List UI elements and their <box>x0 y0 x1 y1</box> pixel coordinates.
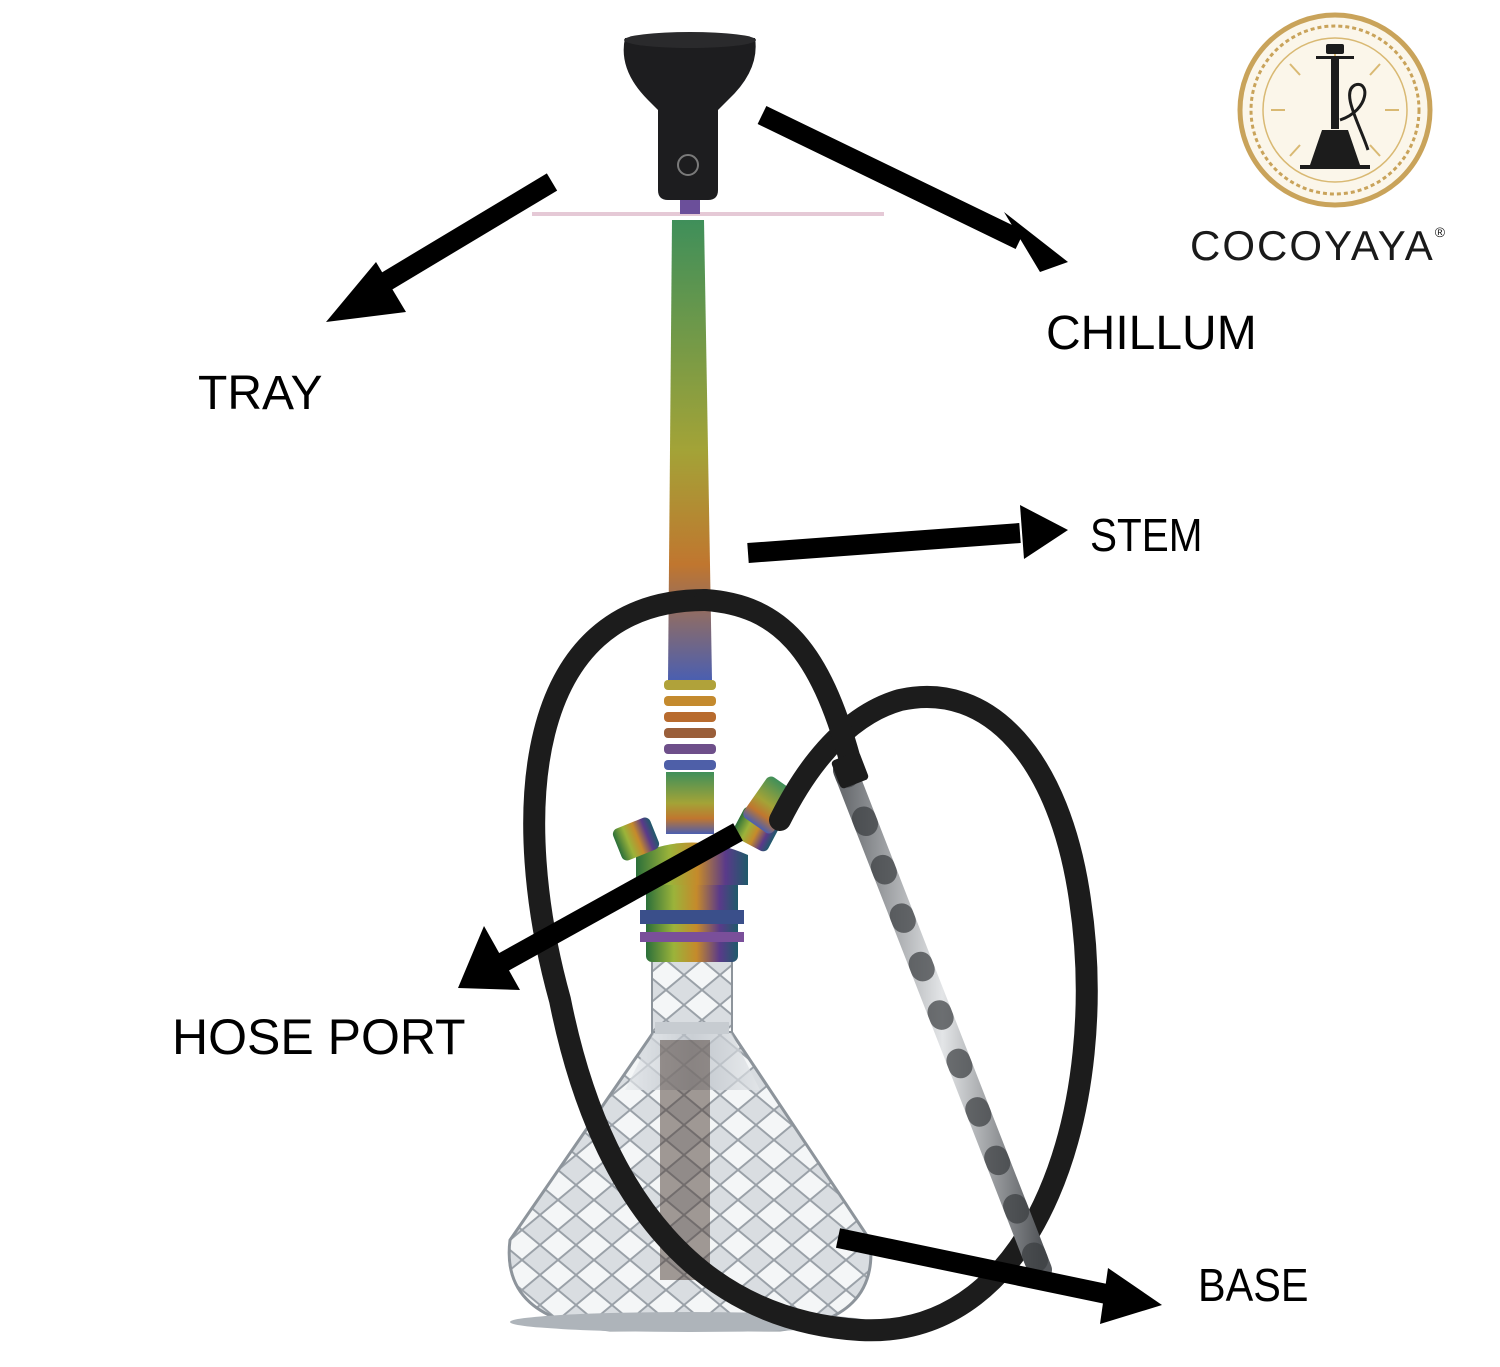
registered-mark: ® <box>1434 224 1448 240</box>
label-tray: TRAY <box>198 367 323 420</box>
base-vase <box>507 1028 873 1332</box>
arrow-stem <box>747 505 1068 563</box>
hookah-icon <box>1300 44 1370 169</box>
stem-rings <box>664 680 716 834</box>
base-neck <box>651 959 733 1034</box>
label-base: BASE <box>1198 1259 1309 1311</box>
hose <box>523 589 1098 1342</box>
hose-handle <box>831 751 1052 1282</box>
tray <box>532 198 884 216</box>
brand-name-text: COCOYAYA <box>1190 222 1435 269</box>
hose-curve-icon <box>1339 83 1370 151</box>
brand-logo <box>1237 12 1433 208</box>
arrow-hose-port <box>458 823 743 990</box>
arrow-base <box>835 1228 1162 1324</box>
arrow-tray <box>326 173 558 322</box>
label-stem: STEM <box>1090 509 1203 561</box>
arrow-chillum <box>757 106 1068 272</box>
stem <box>664 220 716 834</box>
label-chillum: CHILLUM <box>1046 307 1257 360</box>
brand-name: COCOYAYA® <box>1190 222 1447 270</box>
chillum <box>623 32 756 200</box>
label-hose-port: HOSE PORT <box>172 1009 466 1065</box>
